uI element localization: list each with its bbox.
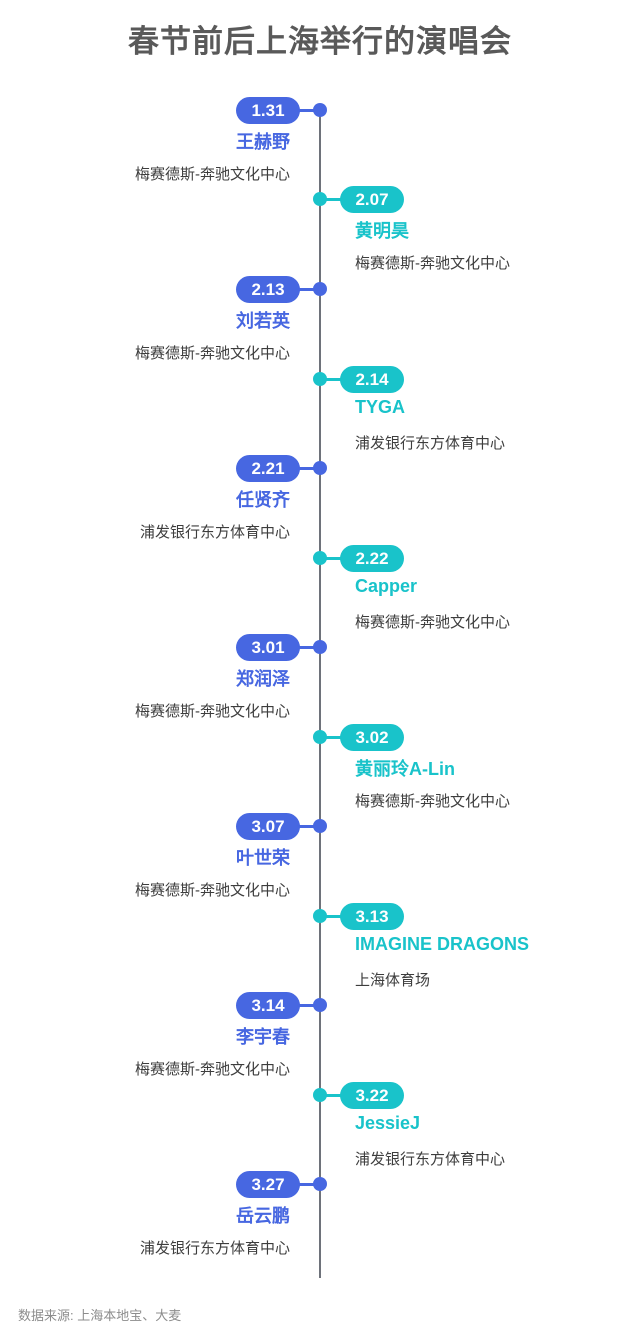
venue-name: 梅赛德斯-奔驰文化中心 [135,882,290,899]
venue-name: 上海体育场 [355,972,431,989]
connector-line [297,646,319,649]
connector-line [321,736,343,739]
date-badge: 2.13 [236,276,300,303]
date-badge: 3.22 [340,1082,404,1109]
date-badge: 1.31 [236,97,300,124]
connector-line [321,557,343,560]
timeline-dot [313,103,327,117]
date-badge: 3.07 [236,813,300,840]
timeline-dot [313,730,327,744]
date-label: 3.13 [355,907,389,926]
connector-line [297,109,319,112]
timeline-dot [313,640,327,654]
venue-name: 梅赛德斯-奔驰文化中心 [135,703,290,720]
artist-name: 李宇春 [236,1027,290,1047]
artist-name: 王赫野 [236,132,290,152]
timeline-dot [313,998,327,1012]
connector-line [297,1183,319,1186]
venue-name: 浦发银行东方体育中心 [139,1240,290,1257]
artist-name: IMAGINE DRAGONS [355,934,530,954]
artist-name: 任贤齐 [236,490,290,510]
timeline-entry: 3.22 JessieJ 浦发银行东方体育中心 [0,1082,640,1168]
timeline-entry: 1.31 王赫野 梅赛德斯-奔驰文化中心 [0,97,640,183]
date-badge: 3.14 [236,992,300,1019]
date-badge: 2.22 [340,545,404,572]
date-label: 3.27 [251,1175,285,1194]
artist-name: Capper [355,576,418,596]
connector-line [321,1094,343,1097]
timeline-entry: 3.13 IMAGINE DRAGONS 上海体育场 [0,903,640,989]
venue-name: 浦发银行东方体育中心 [139,524,290,541]
date-label: 3.02 [355,728,389,747]
timeline-dot [313,1088,327,1102]
venue-name: 梅赛德斯-奔驰文化中心 [355,614,510,631]
date-label: 3.14 [251,996,285,1015]
venue-name: 浦发银行东方体育中心 [355,435,506,452]
date-label: 2.22 [355,549,389,568]
date-badge: 3.13 [340,903,404,930]
timeline-entry: 3.27 岳云鹏 浦发银行东方体育中心 [0,1171,640,1257]
date-label: 1.31 [251,101,285,120]
timeline-entry: 2.21 任贤齐 浦发银行东方体育中心 [0,455,640,541]
date-badge: 3.02 [340,724,404,751]
connector-line [297,825,319,828]
connector-line [297,288,319,291]
timeline-dot [313,192,327,206]
timeline-entry: 3.01 郑润泽 梅赛德斯-奔驰文化中心 [0,634,640,720]
date-label: 3.01 [251,638,285,657]
timeline-dot [313,909,327,923]
venue-name: 梅赛德斯-奔驰文化中心 [355,255,510,272]
venue-name: 梅赛德斯-奔驰文化中心 [135,345,290,362]
date-label: 3.22 [355,1086,389,1105]
date-badge: 2.21 [236,455,300,482]
timeline-dot [313,372,327,386]
connector-line [297,1004,319,1007]
date-label: 2.07 [355,190,389,209]
date-badge: 2.14 [340,366,404,393]
timeline-dot [313,461,327,475]
connector-line [321,378,343,381]
artist-name: JessieJ [355,1113,421,1133]
venue-name: 梅赛德斯-奔驰文化中心 [135,166,290,183]
artist-name: 岳云鹏 [236,1206,290,1226]
data-source-note: 数据来源: 上海本地宝、大麦 [18,1308,182,1323]
timeline-entry: 2.14 TYGA 浦发银行东方体育中心 [0,366,640,452]
artist-name: 黄丽玲A-Lin [355,759,455,779]
timeline-dot [313,282,327,296]
date-label: 3.07 [251,817,285,836]
timeline-entry: 2.13 刘若英 梅赛德斯-奔驰文化中心 [0,276,640,362]
date-label: 2.14 [355,370,389,389]
connector-line [321,198,343,201]
date-label: 2.13 [251,280,285,299]
connector-line [297,467,319,470]
timeline-entry: 3.02 黄丽玲A-Lin 梅赛德斯-奔驰文化中心 [0,724,640,810]
timeline-entry: 2.22 Capper 梅赛德斯-奔驰文化中心 [0,545,640,631]
artist-name: 郑润泽 [236,669,290,689]
date-label: 2.21 [251,459,285,478]
timeline-dot [313,551,327,565]
timeline-dot [313,1177,327,1191]
timeline-entry: 3.07 叶世荣 梅赛德斯-奔驰文化中心 [0,813,640,899]
timeline-axis [319,110,321,1278]
date-badge: 3.27 [236,1171,300,1198]
artist-name: 刘若英 [236,311,290,331]
date-badge: 2.07 [340,186,404,213]
date-badge: 3.01 [236,634,300,661]
venue-name: 梅赛德斯-奔驰文化中心 [355,793,510,810]
timeline-dot [313,819,327,833]
page-title: 春节前后上海举行的演唱会 [128,24,512,59]
artist-name: 叶世荣 [236,848,290,868]
connector-line [321,915,343,918]
venue-name: 梅赛德斯-奔驰文化中心 [135,1061,290,1078]
artist-name: 黄明昊 [355,221,409,241]
venue-name: 浦发银行东方体育中心 [355,1151,506,1168]
timeline-entry: 2.07 黄明昊 梅赛德斯-奔驰文化中心 [0,186,640,272]
timeline-entry: 3.14 李宇春 梅赛德斯-奔驰文化中心 [0,992,640,1078]
artist-name: TYGA [355,397,406,417]
